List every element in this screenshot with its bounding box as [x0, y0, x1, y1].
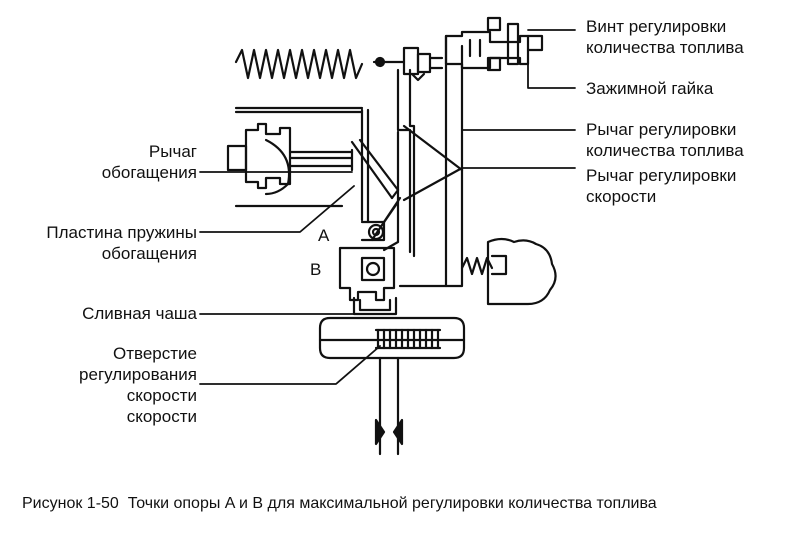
stop-cam [460, 237, 557, 306]
linkage-lines [398, 124, 464, 288]
label-enrichment-spring-plate: Пластина пружины обогащения [46, 223, 197, 263]
pivot-point-a [360, 220, 386, 242]
drain-cup [352, 296, 398, 316]
enrichment-lever [226, 122, 354, 196]
point-b-label: B [310, 260, 322, 279]
label-speed-adjustment-hole: Отверстие регулирования скорости скорост… [79, 344, 197, 426]
label-enrichment-lever: Рычаг обогащения [101, 142, 197, 182]
figure-caption: Рисунок 1-50 Точки опоры A и B для макси… [22, 495, 657, 512]
label-lock-nut: Зажимной гайка [586, 79, 714, 98]
speed-gear-body [318, 316, 466, 360]
tension-spring [234, 48, 406, 80]
control-shaft [374, 356, 404, 456]
leader-lines [199, 29, 576, 385]
label-speed-lever: Рычаг регулировки скорости [586, 166, 737, 206]
label-adjusting-screw: Винт регулировки количества топлива [586, 17, 744, 57]
fuel-quantity-lever [444, 34, 464, 288]
pivot-point-b [338, 246, 396, 302]
point-a-label: A [318, 226, 330, 245]
label-fuel-quantity-lever: Рычаг регулировки количества топлива [586, 120, 744, 160]
label-drain-cup: Сливная чаша [82, 304, 197, 323]
